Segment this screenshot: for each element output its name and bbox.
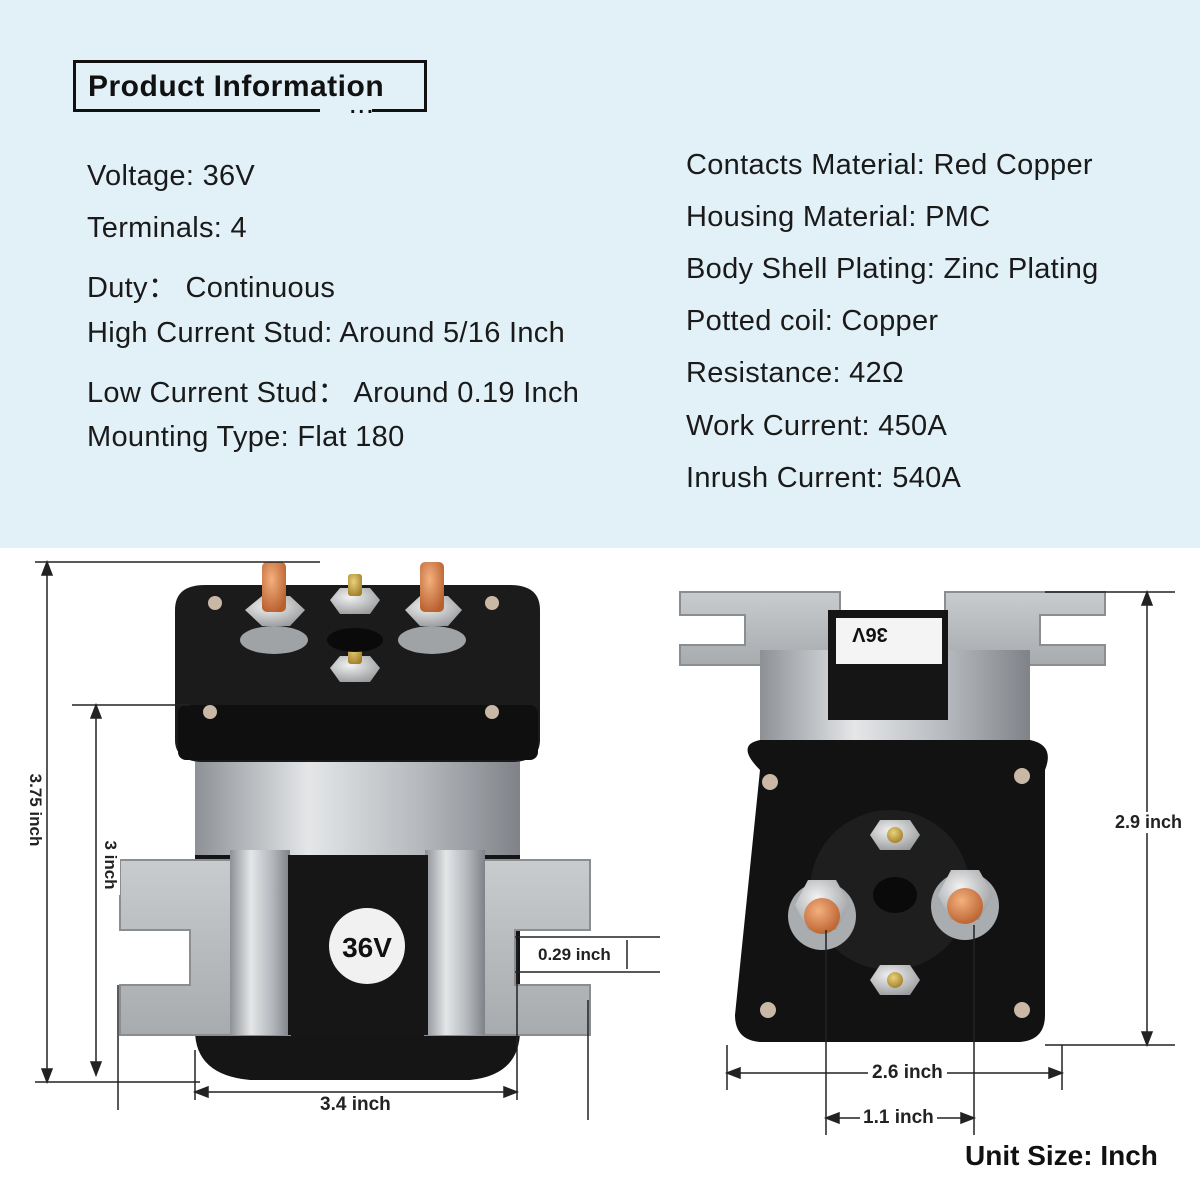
spec-mounting-type: Mounting Type: Flat 180 [87, 421, 405, 453]
spec-terminals: Terminals: 4 [87, 212, 247, 244]
dim-slot-width: 0.29 inch [538, 945, 611, 964]
solenoid-front-view: 36V [119, 562, 591, 1080]
spec-shell-plating: Body Shell Plating: Zinc Plating [686, 253, 1099, 285]
spec-work-current: Work Current: 450A [686, 410, 948, 442]
spec-potted-coil: Potted coil: Copper [686, 305, 939, 337]
voltage-badge-text: 36V [342, 932, 392, 963]
spec-duty: Duty： Continuous [87, 272, 336, 304]
unit-size-label: Unit Size: Inch [965, 1140, 1158, 1171]
voltage-badge [329, 908, 405, 984]
solenoid-bottom-view: 36V [679, 591, 1106, 1042]
page-title: Product Information [88, 70, 385, 103]
spec-voltage: Voltage: 36V [87, 160, 256, 192]
spec-high-current-stud: High Current Stud: Around 5/16 Inch [87, 317, 566, 349]
spec-contacts-material: Contacts Material: Red Copper [686, 149, 1093, 181]
dim-width-side: 2.6 inch [868, 1062, 947, 1084]
dim-height-side: 2.9 inch [1115, 812, 1183, 833]
dim-height-total: 3.75 inch [26, 773, 45, 847]
spec-low-current-stud: Low Current Stud： Around 0.19 Inch [87, 377, 580, 409]
title-dots: ... [350, 96, 376, 118]
voltage-badge-flipped: 36V [852, 623, 888, 645]
spec-inrush-current: Inrush Current: 540A [686, 462, 962, 494]
dim-height-body: 3 inch [100, 835, 120, 895]
spec-resistance: Resistance: 42Ω [686, 357, 905, 389]
dim-stud-spacing: 1.1 inch [860, 1107, 937, 1129]
header-band [0, 0, 1200, 548]
spec-housing-material: Housing Material: PMC [686, 201, 991, 233]
dim-width-bracket: 3.4 inch [316, 1094, 395, 1116]
title-frame [73, 60, 427, 113]
